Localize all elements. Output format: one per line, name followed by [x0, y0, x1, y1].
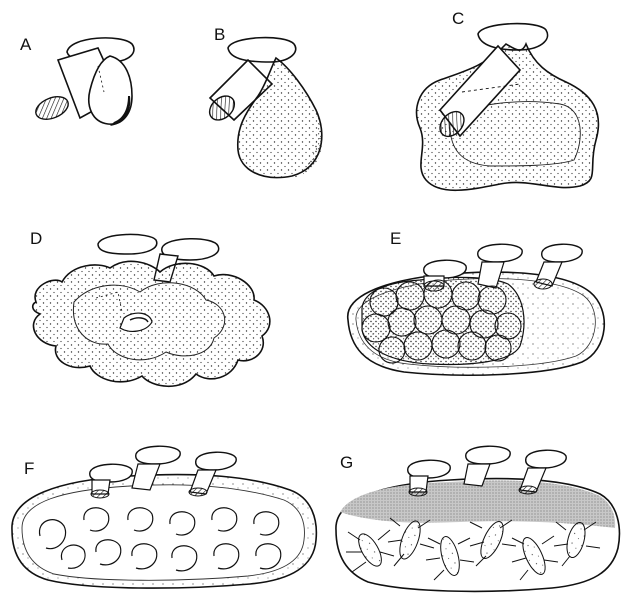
cap-shape: [542, 244, 582, 262]
egg: [414, 306, 442, 334]
panel-label-b: B: [214, 25, 225, 44]
cap-shape: [136, 446, 180, 464]
panel-d: D: [30, 229, 270, 386]
stalk-cut-end: [91, 490, 109, 498]
cap-shape: [424, 260, 466, 278]
cap-shape: [90, 464, 132, 482]
panel-e: E: [348, 229, 605, 375]
egg: [379, 337, 405, 363]
stalk-cut-end: [189, 488, 207, 496]
panel-f: F: [12, 446, 316, 588]
cap-shape: [466, 446, 510, 464]
egg: [424, 280, 452, 308]
panel-label-d: D: [30, 229, 42, 248]
egg: [388, 308, 416, 336]
panel-g: G: [336, 446, 619, 591]
cap-shape: [196, 452, 236, 470]
egg: [396, 282, 424, 310]
panel-c: C: [417, 9, 599, 190]
cap-shape: [228, 38, 296, 62]
egg: [458, 332, 486, 360]
stalk-cut-end: [534, 279, 552, 289]
egg: [404, 332, 432, 360]
cap-shape: [478, 244, 522, 262]
panel-label-c: C: [452, 9, 464, 28]
egg: [362, 314, 390, 342]
stalk-cut-end: [409, 488, 427, 496]
sac-inner: [22, 485, 304, 581]
panel-a: A: [20, 35, 134, 126]
cap-shape: [408, 460, 450, 478]
egg: [485, 335, 511, 361]
panel-b: B: [205, 25, 323, 178]
panel-label-f: F: [24, 459, 34, 478]
stalk-cut-end: [32, 92, 71, 123]
cap-shape: [478, 24, 548, 50]
cap-shape: [98, 234, 157, 254]
egg-cluster: [362, 280, 521, 363]
egg: [432, 330, 460, 358]
panel-label-a: A: [20, 35, 32, 54]
panel-label-g: G: [340, 453, 353, 472]
panel-label-e: E: [390, 229, 401, 248]
stalk-cut-end: [519, 486, 537, 494]
cap-shape: [526, 450, 566, 468]
